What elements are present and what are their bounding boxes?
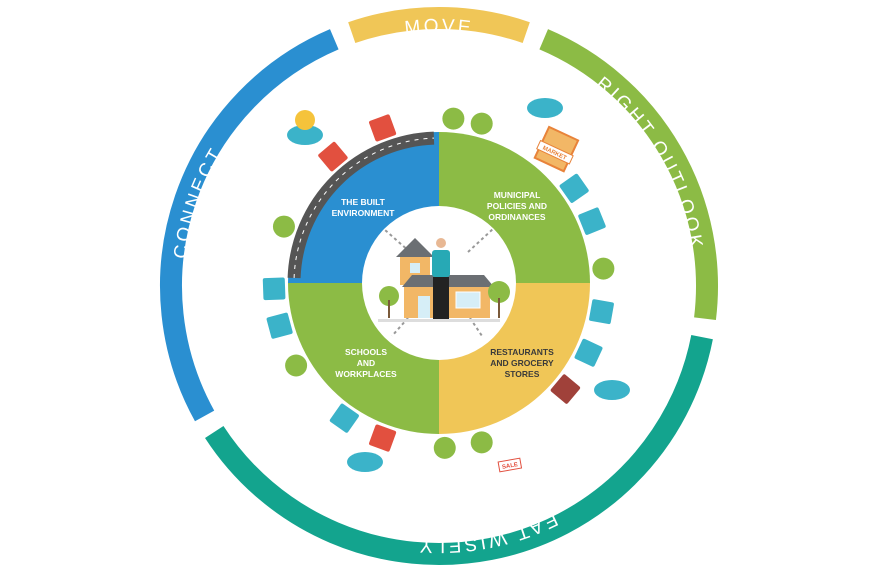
tree-icon xyxy=(442,107,465,130)
building-icon xyxy=(589,299,614,325)
building-icon xyxy=(266,312,293,339)
ring-segment-connect xyxy=(160,29,339,422)
cloud-icon xyxy=(347,452,383,472)
tree-icon xyxy=(470,431,493,454)
building-icon xyxy=(559,173,589,203)
ring-segment-move xyxy=(348,7,530,44)
tree-icon xyxy=(470,112,493,135)
city-scenery-illustrations xyxy=(262,98,630,472)
ground-shadow xyxy=(378,319,500,322)
person-icon xyxy=(432,238,450,322)
road-center-line xyxy=(293,137,434,278)
ring-segment-right-outlook xyxy=(539,29,718,320)
tree-icon xyxy=(272,215,295,238)
ring-label-right-outlook: RIGHT OUTLOOK xyxy=(592,73,707,252)
sale-sign: SALE xyxy=(497,457,523,473)
sun-icon xyxy=(295,110,315,130)
cloud-icon xyxy=(287,125,323,145)
tree-icon xyxy=(433,436,456,459)
house-icon xyxy=(369,424,397,452)
tree-icon xyxy=(285,354,308,377)
ring-label-eat-wisely: EAT WISELY xyxy=(416,508,560,556)
market-building: MARKET xyxy=(533,125,580,173)
ring-segment-eat-wisely xyxy=(205,335,713,565)
building-icon xyxy=(262,277,286,301)
building-icon xyxy=(574,338,603,367)
tree-icon xyxy=(592,257,615,280)
cloud-icon xyxy=(594,380,630,400)
shop-icon xyxy=(550,374,581,404)
tree-icon xyxy=(488,281,510,318)
building-icon xyxy=(578,207,606,235)
house-icon xyxy=(318,141,348,172)
tree-icon xyxy=(379,286,399,318)
building-icon xyxy=(329,403,359,433)
dashed-arrows xyxy=(384,227,495,337)
ring-label-move: MOVE xyxy=(404,16,475,39)
cloud-icon xyxy=(527,98,563,118)
house-icon xyxy=(369,114,397,142)
sale-sign-text: SALE xyxy=(502,462,519,471)
